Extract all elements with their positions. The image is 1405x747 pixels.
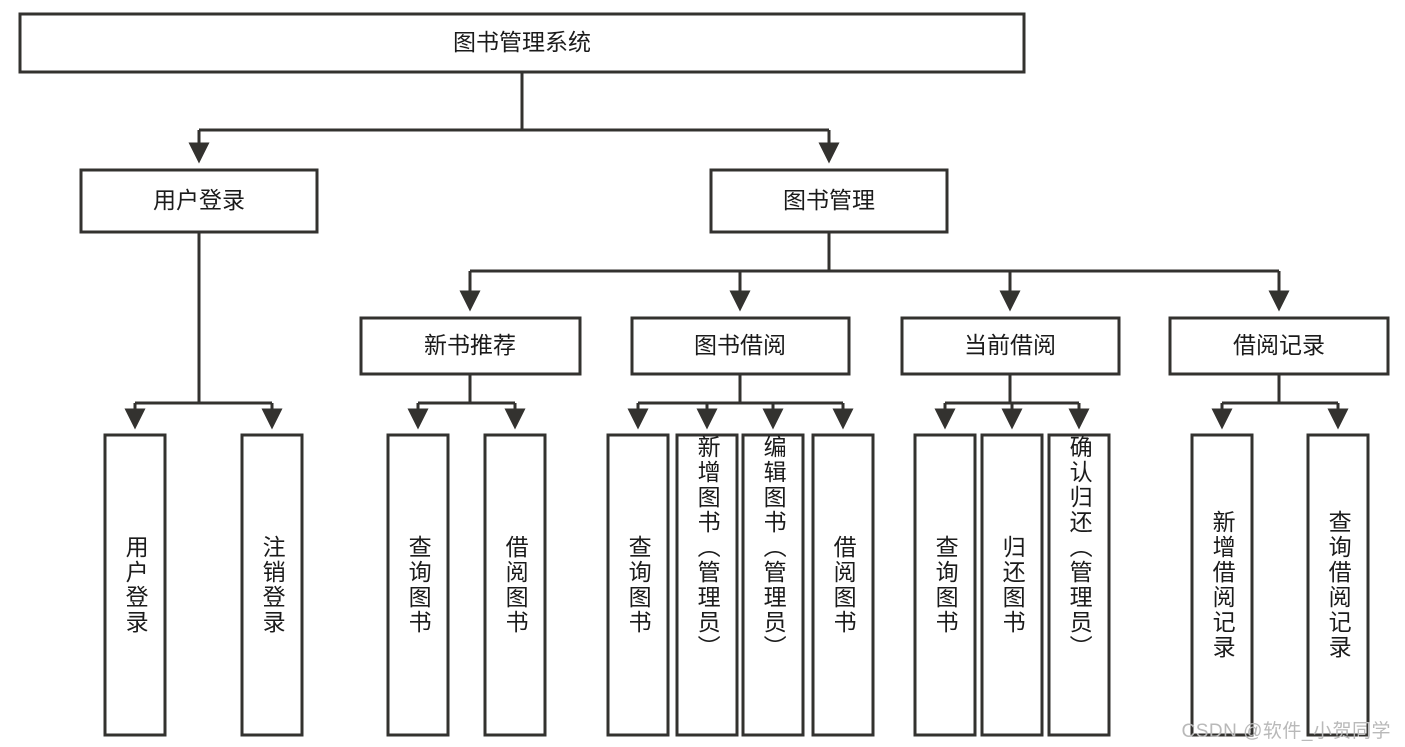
edges-root-to-level2 [188, 72, 840, 164]
node-user-login-label: 用户登录 [153, 187, 245, 213]
leaf-boxes [103, 433, 1370, 737]
leaf-box-query-record[interactable] [1306, 433, 1370, 737]
edges-bookmanage-to-level3 [459, 232, 1290, 312]
leaf-box-add-record[interactable] [1190, 433, 1254, 737]
node-book-borrow[interactable]: 图书借阅 [630, 316, 851, 376]
edges-userlogin-to-leaves [124, 232, 283, 430]
leaf-box-confirm-return[interactable] [1047, 433, 1111, 737]
leaf-box-user-login[interactable] [103, 433, 167, 737]
node-current-borrow-label: 当前借阅 [964, 332, 1056, 358]
leaf-box-borrow-book-rec[interactable] [483, 433, 547, 737]
node-new-book-recommend[interactable]: 新书推荐 [359, 316, 582, 376]
leaf-box-edit-book[interactable] [741, 433, 805, 737]
node-new-book-recommend-label: 新书推荐 [424, 332, 516, 358]
node-book-borrow-label: 图书借阅 [694, 332, 786, 358]
edges-newbook-to-leaves [407, 374, 526, 430]
edges-currentborrow-to-leaves [934, 374, 1090, 430]
node-borrow-record-label: 借阅记录 [1233, 332, 1325, 358]
leaf-box-logout-login[interactable] [240, 433, 304, 737]
leaf-box-return-book[interactable] [980, 433, 1044, 737]
node-root[interactable]: 图书管理系统 [18, 12, 1026, 74]
edges-borrowrecord-to-leaves [1211, 374, 1349, 430]
node-book-manage[interactable]: 图书管理 [709, 168, 949, 234]
node-borrow-record[interactable]: 借阅记录 [1168, 316, 1390, 376]
edges-bookborrow-to-leaves [627, 374, 854, 430]
leaf-box-query-book-bor[interactable] [606, 433, 670, 737]
leaf-box-add-book[interactable] [675, 433, 739, 737]
node-root-label: 图书管理系统 [453, 29, 591, 55]
watermark: CSDN @软件_小贺同学 [1181, 721, 1391, 742]
leaf-box-query-book-rec[interactable] [386, 433, 450, 737]
node-book-manage-label: 图书管理 [783, 187, 875, 213]
leaf-box-borrow-book-bor[interactable] [811, 433, 875, 737]
node-current-borrow[interactable]: 当前借阅 [900, 316, 1121, 376]
leaf-box-query-book-cur[interactable] [913, 433, 977, 737]
node-user-login[interactable]: 用户登录 [79, 168, 319, 234]
